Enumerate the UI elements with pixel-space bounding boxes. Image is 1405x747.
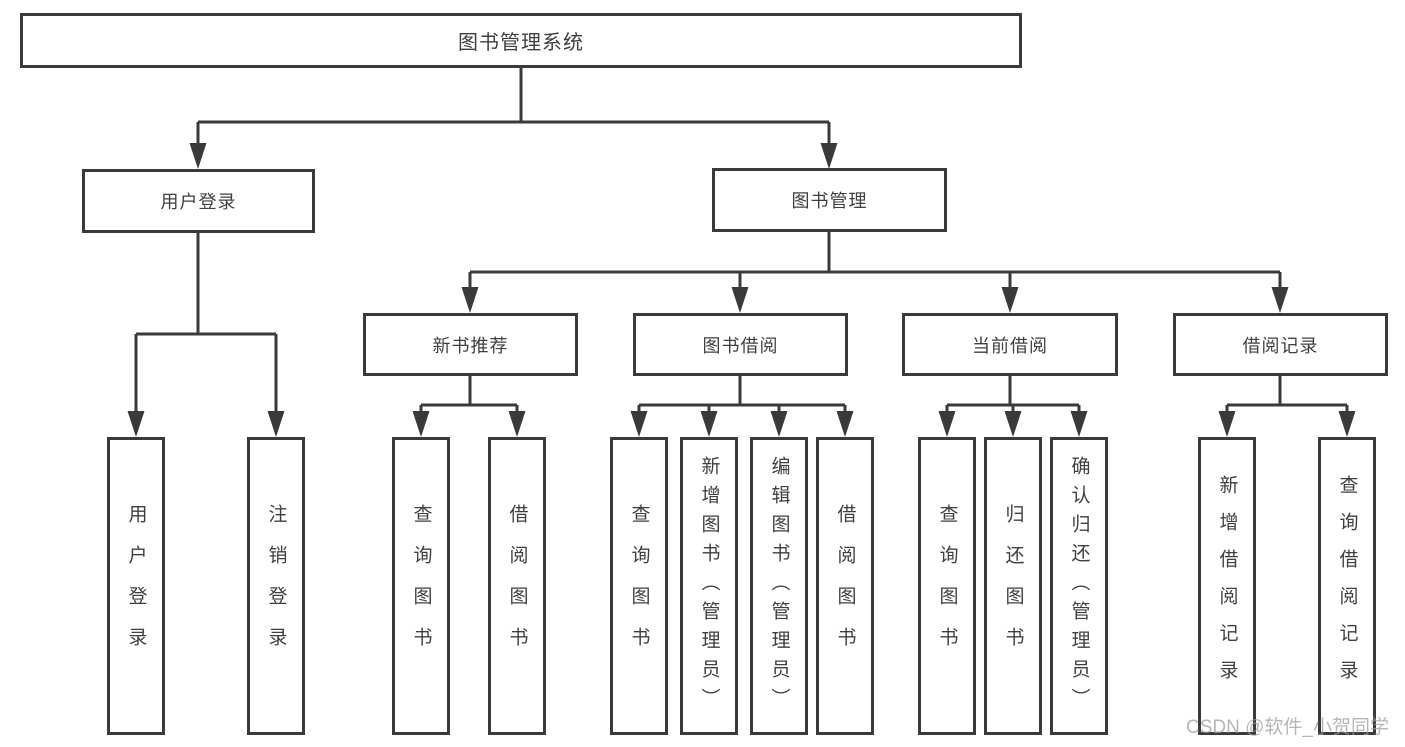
node-book-borrowing: 图书借阅	[633, 313, 848, 376]
leaf-label: 查询借阅记录	[1336, 475, 1358, 697]
leaf-add-borrow-record: 新增借阅记录	[1198, 437, 1256, 735]
node-book-management: 图书管理	[712, 168, 947, 232]
leaf-user-login: 用户登录	[107, 437, 165, 735]
leaf-add-books-admin: 新增图书（管理员）	[680, 437, 738, 735]
leaf-label: 归还图书	[1002, 504, 1024, 668]
leaf-confirm-return-admin: 确认归还（管理员）	[1050, 437, 1108, 735]
leaf-label: 查询图书	[936, 504, 958, 668]
csdn-watermark: CSDN @软件_小贺同学	[1186, 717, 1389, 738]
leaf-label: 借阅图书	[834, 504, 856, 668]
leaf-query-books-recommend: 查询图书	[392, 437, 450, 735]
leaf-edit-books-admin: 编辑图书（管理员）	[750, 437, 808, 735]
node-label: 图书借阅	[702, 335, 779, 356]
leaf-logout: 注销登录	[247, 437, 305, 735]
node-new-book-recommend: 新书推荐	[363, 313, 578, 376]
leaf-return-books: 归还图书	[984, 437, 1042, 735]
node-borrowing-records: 借阅记录	[1173, 313, 1388, 376]
node-user-login: 用户登录	[82, 169, 315, 233]
node-current-borrowing: 当前借阅	[902, 313, 1118, 376]
node-label: 新书推荐	[432, 335, 509, 356]
leaf-query-borrow-record: 查询借阅记录	[1318, 437, 1376, 735]
leaf-borrow-books-borrowing: 借阅图书	[816, 437, 874, 735]
node-label: 当前借阅	[972, 335, 1048, 356]
node-label: 借阅记录	[1242, 335, 1319, 356]
leaf-label: 查询图书	[410, 504, 432, 668]
leaf-label: 查询图书	[628, 504, 650, 668]
node-library-management-system: 图书管理系统	[20, 13, 1022, 68]
leaf-label: 编辑图书（管理员）	[768, 455, 790, 717]
leaf-query-books-borrowing: 查询图书	[610, 437, 668, 735]
arrowheads	[127, 143, 1356, 437]
leaf-label: 借阅图书	[506, 504, 528, 668]
leaf-label: 用户登录	[125, 504, 147, 668]
leaf-label: 注销登录	[265, 504, 287, 668]
leaf-label: 新增图书（管理员）	[698, 455, 720, 717]
leaf-label: 新增借阅记录	[1216, 475, 1238, 697]
leaf-query-books-current: 查询图书	[918, 437, 976, 735]
node-label: 用户登录	[160, 192, 237, 212]
node-label: 图书管理系统	[458, 32, 584, 54]
leaf-label: 确认归还（管理员）	[1068, 455, 1090, 717]
node-label: 图书管理	[791, 191, 868, 211]
leaf-borrow-books-recommend: 借阅图书	[488, 437, 546, 735]
connector-strokes	[134, 68, 1349, 419]
